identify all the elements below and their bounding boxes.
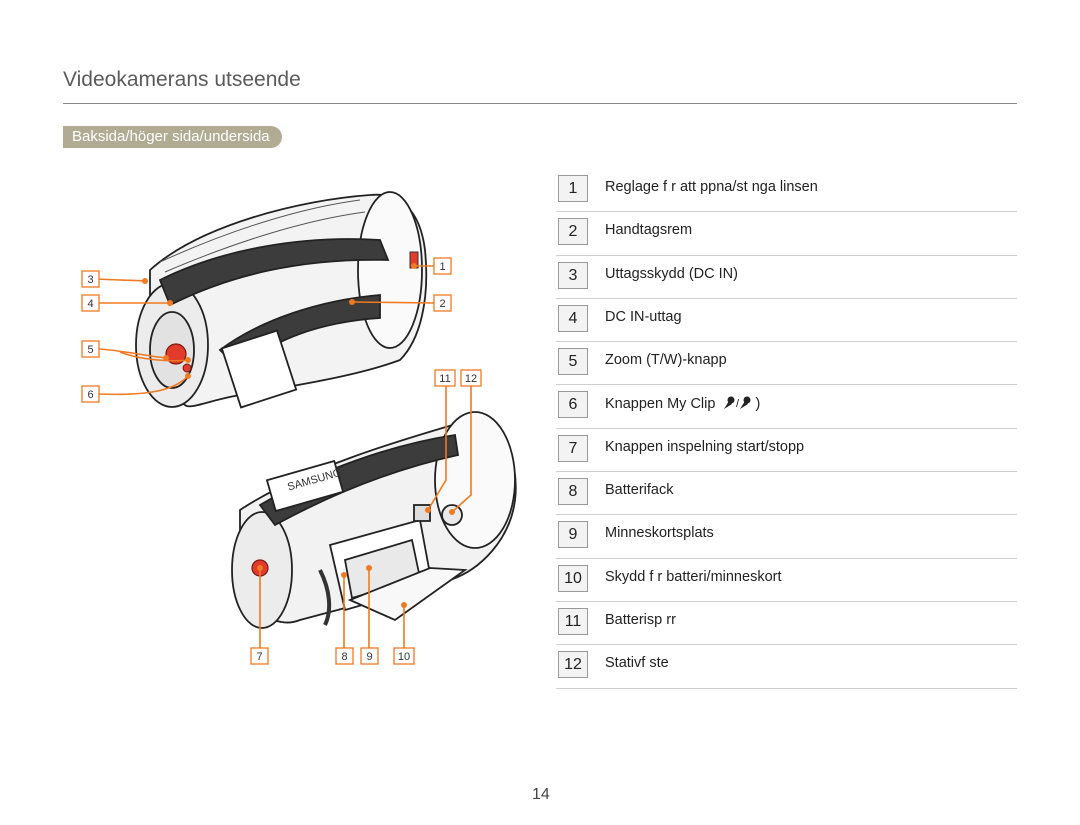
page-number: 14 xyxy=(532,786,550,803)
callout-7: 7 xyxy=(250,647,269,665)
section-heading: Baksida/höger sida/undersida xyxy=(63,126,282,148)
callout-lines xyxy=(97,265,472,650)
legend-label: Minneskortsplats xyxy=(605,525,714,542)
legend-label-myclip: Knappen My Clip / ) xyxy=(605,395,760,412)
legend-label: Knappen My Clip xyxy=(605,396,716,413)
legend-number: 7 xyxy=(558,434,588,462)
legend-row: 10 Skydd f r batteri/minneskort xyxy=(556,559,1017,602)
legend-row: 2 Handtagsrem xyxy=(556,212,1017,256)
svg-text:5: 5 xyxy=(87,344,93,356)
legend-label: Batterifack xyxy=(605,482,674,499)
callout-12: 12 xyxy=(460,369,482,387)
callout-dots xyxy=(142,263,455,608)
legend-row: 3 Uttagsskydd (DC IN) xyxy=(556,256,1017,299)
legend-number: 8 xyxy=(558,478,588,506)
legend-row: 8 Batterifack xyxy=(556,472,1017,516)
page-title: Videokamerans utseende xyxy=(63,68,301,91)
legend-number: 1 xyxy=(558,175,588,202)
callout-2: 2 xyxy=(433,294,452,312)
callout-10: 10 xyxy=(393,647,415,665)
legend-label: Knappen inspelning start/stopp xyxy=(605,438,805,455)
svg-text:2: 2 xyxy=(439,298,445,310)
callout-5: 5 xyxy=(81,340,100,358)
record-button-top xyxy=(165,343,187,365)
legend-number: 4 xyxy=(558,304,588,332)
svg-text:12: 12 xyxy=(465,373,477,385)
svg-text:/: / xyxy=(736,398,740,410)
svg-text:4: 4 xyxy=(87,298,93,310)
legend-label: Stativf ste xyxy=(605,655,669,672)
legend-number: 3 xyxy=(558,261,588,289)
svg-text:3: 3 xyxy=(87,274,93,286)
legend-label: DC IN-uttag xyxy=(605,308,682,325)
legend-label: Skydd f r batteri/minneskort xyxy=(605,568,782,585)
legend-number: 2 xyxy=(558,218,588,246)
callout-8: 8 xyxy=(335,647,354,665)
legend-number: 12 xyxy=(558,651,588,679)
parts-legend: 1 Reglage f r att ppna/st nga linsen 2 H… xyxy=(556,169,1017,689)
svg-text:10: 10 xyxy=(398,651,410,663)
callout-11: 11 xyxy=(434,369,456,387)
title-rule xyxy=(63,103,1017,104)
legend-number: 5 xyxy=(558,348,588,376)
legend-row: 12 Stativf ste xyxy=(556,645,1017,689)
legend-row: 1 Reglage f r att ppna/st nga linsen xyxy=(556,169,1017,213)
legend-label: Zoom (T/W)-knapp xyxy=(605,352,727,369)
callout-6: 6 xyxy=(81,385,100,403)
callout-4: 4 xyxy=(81,294,100,312)
svg-text:9: 9 xyxy=(366,651,372,663)
svg-text:1: 1 xyxy=(439,261,445,273)
legend-number: 6 xyxy=(558,391,588,419)
legend-row: 5 Zoom (T/W)-knapp xyxy=(556,342,1017,386)
svg-text:11: 11 xyxy=(439,373,450,385)
legend-row: 11 Batterisp rr xyxy=(556,602,1017,646)
legend-number: 9 xyxy=(558,521,588,549)
svg-text:8: 8 xyxy=(341,651,347,663)
legend-label-suffix: ) xyxy=(751,396,761,413)
legend-number: 11 xyxy=(558,607,588,635)
legend-number: 10 xyxy=(558,564,588,592)
callout-1: 1 xyxy=(433,257,452,275)
legend-label: Batterisp rr xyxy=(605,611,676,628)
legend-row: 4 DC IN-uttag xyxy=(556,299,1017,343)
camcorder-top xyxy=(135,191,428,409)
callout-9: 9 xyxy=(360,647,379,665)
svg-text:7: 7 xyxy=(256,651,262,663)
legend-label: Reglage f r att ppna/st nga linsen xyxy=(605,179,818,195)
legend-row: 6 Knappen My Clip / ) xyxy=(556,385,1017,429)
myclip-pin-icon: / xyxy=(724,396,751,410)
callout-boxes: 3 4 5 6 1 2 11 12 7 8 9 10 xyxy=(81,257,482,665)
camcorder-bottom xyxy=(231,411,517,629)
legend-label: Handtagsrem xyxy=(605,222,693,239)
legend-row: 9 Minneskortsplats xyxy=(556,515,1017,559)
legend-row: 7 Knappen inspelning start/stopp xyxy=(556,429,1017,473)
legend-label: Uttagsskydd (DC IN) xyxy=(605,265,738,282)
callout-3: 3 xyxy=(81,270,100,288)
svg-text:6: 6 xyxy=(87,389,93,401)
